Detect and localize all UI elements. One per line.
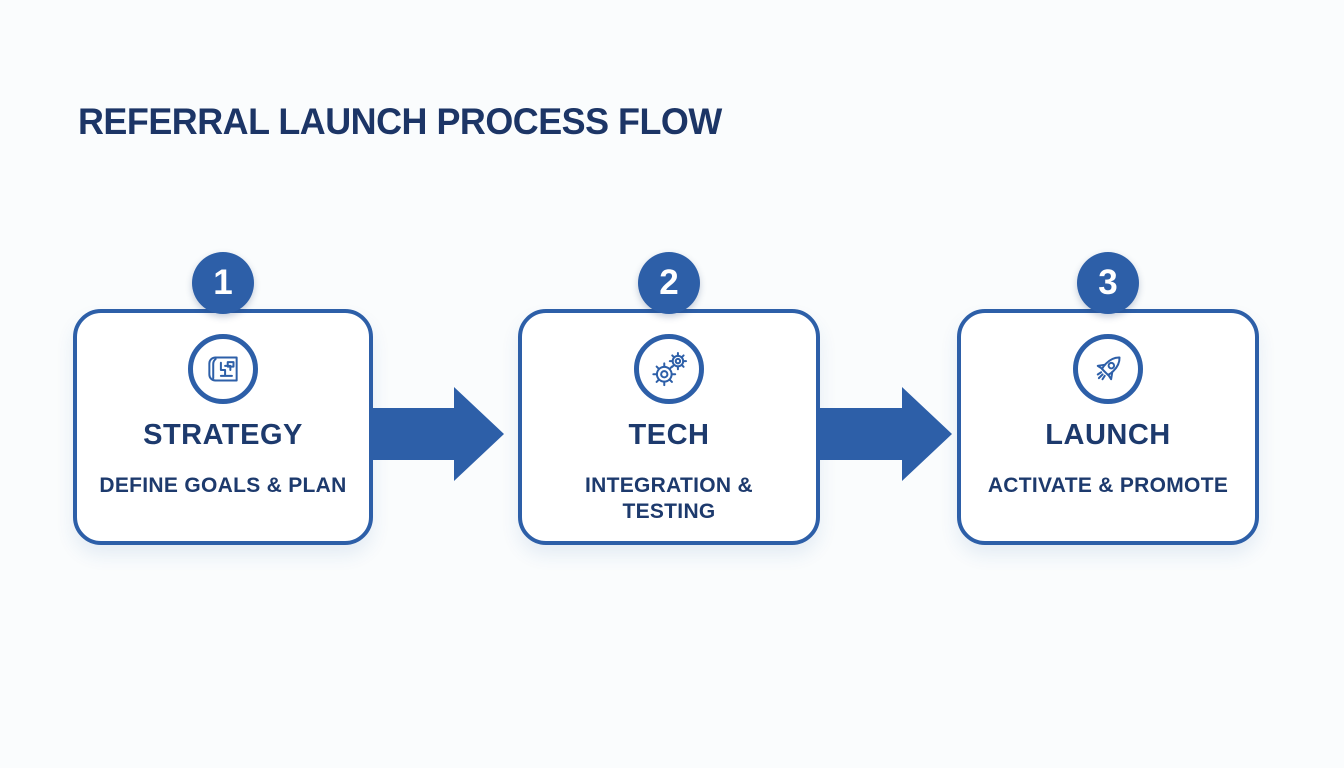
arrow-right-icon: [820, 387, 952, 481]
page-title: REFERRAL LAUNCH PROCESS FLOW: [78, 101, 722, 142]
step-number-badge: 1: [192, 252, 254, 314]
rocket-icon: [1073, 334, 1143, 404]
step-number-badge: 2: [638, 252, 700, 314]
step-heading: STRATEGY: [143, 419, 303, 451]
step-heading: TECH: [628, 419, 710, 451]
step-card-strategy: 1 STRATEGY DEFINE GOALS & PLAN: [73, 252, 373, 545]
gears-icon: [634, 334, 704, 404]
step-subtitle: ACTIVATE & PROMOTE: [987, 474, 1229, 497]
step-heading: LAUNCH: [1045, 419, 1171, 451]
step-number-badge: 3: [1077, 252, 1139, 314]
blueprint-icon: [188, 334, 258, 404]
step-subtitle: INTEGRATION & TESTING: [584, 474, 753, 523]
step-card-launch: 3 LAUNCH ACTIVATE & PROMOTE: [957, 252, 1259, 545]
step-subtitle: DEFINE GOALS & PLAN: [99, 474, 347, 497]
step-card-tech: 2 TECH INTEGRATION & TESTING: [518, 252, 820, 545]
arrow-right-icon: [372, 387, 504, 481]
